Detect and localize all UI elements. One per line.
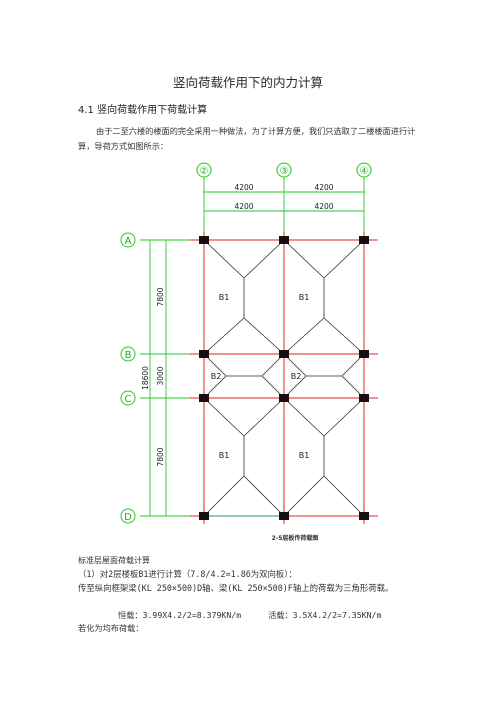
dim-left-3: 7800 [156,447,165,466]
dim-left-2: 3000 [156,366,165,385]
dim-total: 18600 [141,366,150,390]
dim-top-3: 4200 [234,202,253,211]
panel-label-b1-1: B1 [219,293,230,302]
load-distribution-drawing: ② ③ ④ A B C D 4200 4200 4200 4200 7800 3… [120,162,378,542]
dim-top-2: 4200 [314,183,333,192]
live-load-value: 活载：3.5X4.2/2=7.35KN/m [268,610,382,620]
text-line-1: 标准层屋面荷载计算 [78,556,150,565]
panel-label-b2-2: B2 [291,372,302,381]
panel-label-b2-1: B2 [211,372,222,381]
page-title: 竖向荷载作用下的内力计算 [172,75,323,90]
axis-label-4: ④ [360,166,369,177]
text-line-3: 传至纵向框架梁(KL 250×500)D轴、梁(KL 250×500)F轴上的荷… [78,583,394,593]
dead-load-value: 恒载：3.99X4.2/2=8.379KN/m [118,610,242,620]
axis-label-D: D [124,512,132,523]
axis-label-3: ③ [280,166,289,177]
axis-label-A: A [125,236,132,247]
axis-label-2: ② [200,166,209,177]
axis-label-B: B [125,350,132,361]
text-line-4: 恒载：3.99X4.2/2=8.379KN/m 活载：3.5X4.2/2=7.3… [118,609,381,621]
axis-label-C: C [125,394,132,405]
panel-label-b1-3: B1 [219,451,230,460]
section-heading: 4.1 竖向荷载作用下荷载计算 [78,105,208,116]
panel-label-b1-4: B1 [299,451,310,460]
drawing-caption: 2-5层板传荷载图 [272,534,319,542]
text-line-2: （1）对2层楼板B1进行计算（7.8/4.2=1.86为双向板）： [78,569,297,579]
dim-top-1: 4200 [234,183,253,192]
text-line-5: 若化为均布荷载： [78,623,144,633]
dim-top-4: 4200 [314,202,333,211]
dim-left-1: 7800 [156,287,165,306]
intro-paragraph: 由于二至六楼的楼面的完全采用一种做法，为了计算方便，我们只选取了二楼楼面进行计算… [78,126,416,151]
panel-label-b1-2: B1 [299,293,310,302]
